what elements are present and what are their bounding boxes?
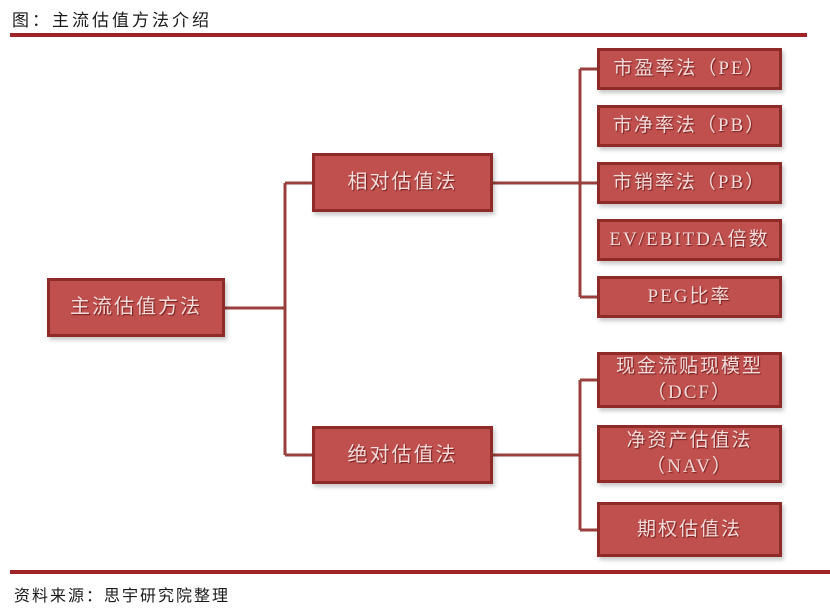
node-branch-relative-valuation: 相对估值法 — [312, 153, 493, 212]
node-leaf-ev-ebitda-multiple: EV/EBITDA倍数 — [597, 219, 782, 261]
bottom-rule-divider — [10, 570, 830, 574]
node-leaf-peg-ratio: PEG比率 — [597, 276, 782, 318]
node-leaf-pb-ratio-method: 市净率法（PB） — [597, 105, 782, 147]
source-attribution: 资料来源：思宇研究院整理 — [14, 588, 231, 605]
node-leaf-pe-ratio-method: 市盈率法（PE） — [597, 48, 782, 90]
node-branch-absolute-valuation: 绝对估值法 — [312, 426, 493, 484]
node-leaf-ps-ratio-method: 市销率法（PB） — [597, 162, 782, 204]
node-leaf-dcf-model: 现金流贴现模型 （DCF） — [597, 352, 782, 408]
node-root-mainstream-valuation-methods: 主流估值方法 — [47, 278, 225, 337]
figure-title: 图：主流估值方法介绍 — [12, 11, 212, 30]
node-leaf-option-valuation-method: 期权估值法 — [597, 502, 782, 557]
node-leaf-nav-method: 净资产估值法 （NAV） — [597, 425, 782, 483]
top-rule-divider — [10, 33, 807, 37]
